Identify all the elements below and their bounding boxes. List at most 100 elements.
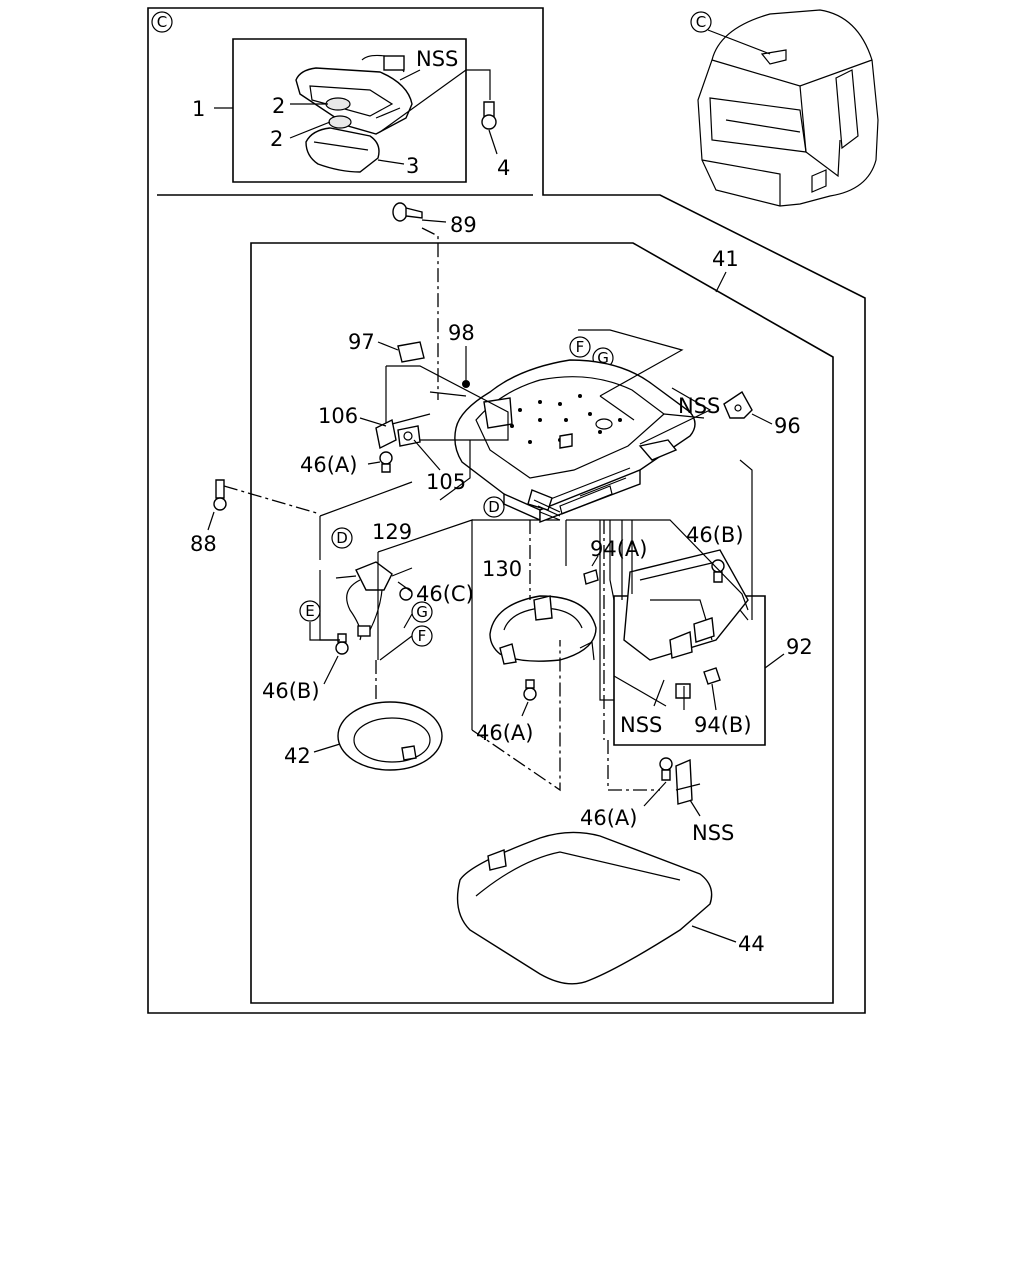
svg-text:G: G — [597, 349, 609, 367]
leader-97 — [377, 341, 399, 351]
trim-ring-42 — [337, 701, 443, 771]
leader-41 — [715, 271, 727, 293]
bracket-ring-130 — [489, 595, 597, 665]
svg-text:D: D — [336, 529, 348, 547]
label-46c: 46(C) — [416, 582, 474, 606]
clip-94b — [703, 667, 721, 685]
bolt-46a-upper — [379, 451, 393, 473]
label-106: 106 — [318, 404, 358, 428]
label-nss-lower: NSS — [620, 713, 662, 737]
svg-text:C: C — [696, 13, 706, 31]
label-nss-mid: NSS — [678, 394, 720, 418]
leader-92 — [764, 653, 785, 669]
inset-box-1 — [232, 38, 467, 183]
label-nss-top: NSS — [416, 47, 458, 71]
label-97: 97 — [348, 330, 375, 354]
label-46b-left: 46(B) — [262, 679, 320, 703]
label-88: 88 — [190, 532, 217, 556]
leader-88 — [207, 511, 215, 531]
leader-94a — [591, 555, 599, 567]
svg-text:F: F — [576, 338, 585, 356]
dash-89 — [421, 227, 439, 400]
dome-light-housing — [295, 54, 413, 135]
leader-94b — [711, 683, 717, 711]
label-98: 98 — [448, 321, 475, 345]
label-46a-lower: 46(A) — [580, 806, 637, 830]
label-1: 1 — [192, 97, 205, 121]
label-130: 130 — [482, 557, 522, 581]
label-46a-mid: 46(A) — [476, 721, 533, 745]
leader-46b-left — [323, 655, 339, 685]
label-89: 89 — [450, 213, 477, 237]
label-46a-upper: 46(A) — [300, 453, 357, 477]
outer-frame — [147, 7, 866, 1014]
leader-44 — [691, 925, 737, 943]
clip-97 — [397, 341, 425, 363]
bracket-96 — [723, 390, 753, 419]
assembly-guide-lines — [319, 329, 712, 560]
callout-f-top: F — [569, 336, 591, 358]
bulb-2-lower — [328, 115, 352, 129]
label-3: 3 — [406, 154, 419, 178]
label-129: 129 — [372, 520, 412, 544]
assembly-41-box — [250, 242, 834, 1004]
svg-text:F: F — [418, 627, 427, 645]
label-2-upper: 2 — [272, 94, 285, 118]
bolt-46b-right — [711, 559, 725, 583]
bolt-46a-lower — [659, 757, 673, 781]
leader-nss-bottom — [689, 799, 701, 817]
label-2-lower: 2 — [270, 127, 283, 151]
svg-text:C: C — [157, 13, 167, 31]
label-105: 105 — [426, 470, 466, 494]
bolt-46b-left — [335, 633, 349, 655]
roof-console-main — [454, 359, 696, 524]
dash-92-long-2 — [607, 740, 660, 791]
leader-46a-mid — [521, 701, 529, 717]
label-42: 42 — [284, 744, 311, 768]
label-nss-bottom: NSS — [692, 821, 734, 845]
truck-cab-illustration — [697, 9, 879, 207]
svg-text:D: D — [488, 498, 500, 516]
callout-c-top-left: C — [151, 11, 173, 33]
callout-e-left: E — [299, 600, 321, 622]
label-4: 4 — [497, 156, 510, 180]
leader-42 — [313, 743, 341, 753]
callout-g-left: G — [411, 601, 433, 623]
screw-89 — [392, 202, 423, 222]
clip-94a — [583, 569, 599, 585]
bolt-46a-mid — [523, 679, 537, 701]
leader-105 — [413, 439, 441, 471]
bolt-46c — [399, 587, 413, 601]
leader-46a-upper — [367, 461, 381, 465]
lens-3 — [305, 127, 380, 173]
leader-106 — [359, 417, 387, 427]
label-94a: 94(A) — [590, 537, 647, 561]
label-94b: 94(B) — [694, 713, 752, 737]
cover-44 — [456, 831, 713, 985]
label-92: 92 — [786, 635, 813, 659]
callout-d-mid: D — [483, 496, 505, 518]
bulb-2-upper — [325, 97, 351, 111]
leader-96 — [751, 413, 773, 425]
callout-f-left: F — [411, 625, 433, 647]
bracket-92 — [623, 549, 749, 699]
rivet-98 — [462, 380, 470, 388]
assembly-92-guides — [565, 459, 753, 710]
screw-88 — [213, 479, 227, 511]
bracket-lower-nss — [675, 758, 701, 805]
bracket-106 — [375, 413, 431, 450]
dash-130-down — [471, 640, 561, 792]
dash-88 — [223, 485, 321, 515]
panel-129-guides — [309, 519, 473, 730]
svg-text:G: G — [416, 603, 428, 621]
leader-89 — [421, 219, 447, 223]
leaders-inset — [214, 69, 498, 165]
label-41: 41 — [712, 247, 739, 271]
svg-text:E: E — [305, 602, 314, 620]
label-96: 96 — [774, 414, 801, 438]
screw-4 — [481, 101, 497, 130]
leader-46a-lower — [643, 781, 667, 807]
label-46b-right: 46(B) — [686, 523, 744, 547]
harness-129 — [335, 561, 413, 641]
